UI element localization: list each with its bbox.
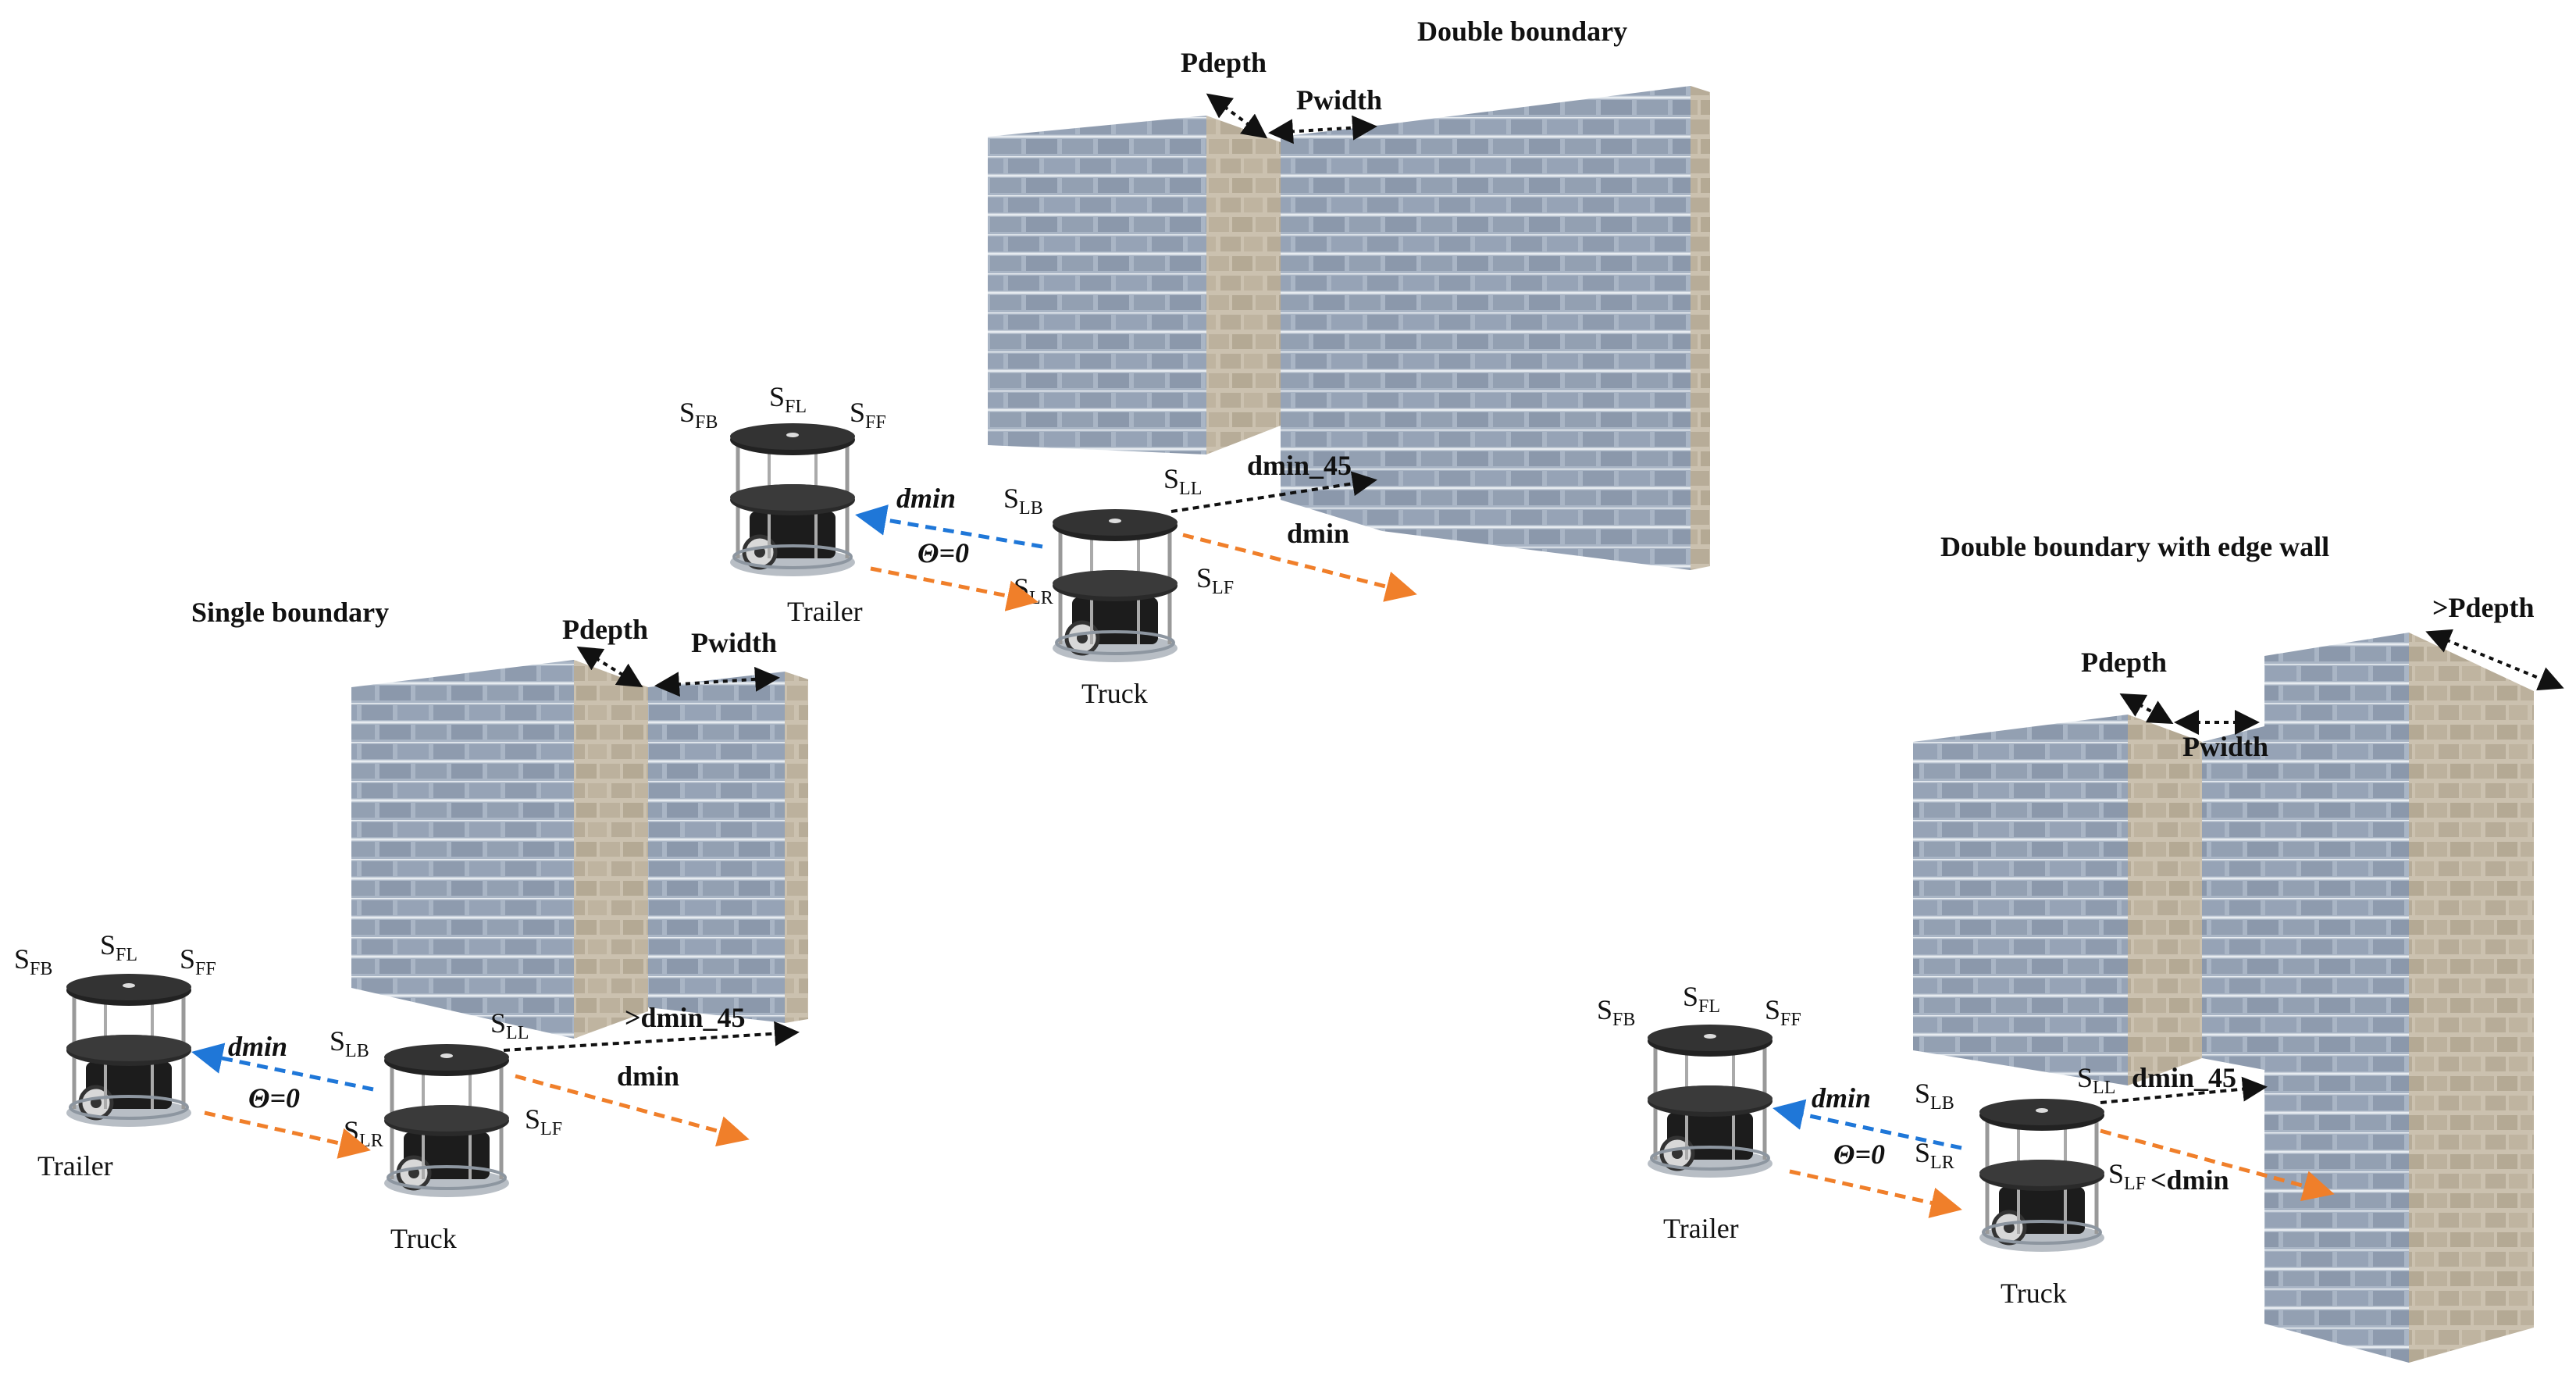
double-boundary-title: Double boundary (1417, 16, 1627, 47)
pwidth-label: Pwidth (691, 627, 777, 658)
truck-label: Truck (390, 1223, 457, 1254)
trailer-label: Trailer (1663, 1213, 1739, 1244)
truck-robot (1979, 1099, 2104, 1252)
truck-sensor-ll: SLL (2077, 1062, 2115, 1098)
gt-dmin45-label: >dmin_45 (625, 1002, 746, 1033)
trailer-orange-arrow (204, 1110, 371, 1159)
trailer-orange-arrow (1789, 1169, 1962, 1218)
single-boundary-scene: Single boundary Pdepth Pwidth SFB SFL SF… (14, 597, 808, 1254)
trailer-sensor-fl: SFL (1683, 981, 1720, 1017)
truck-sensor-lf: SLF (1196, 562, 1234, 598)
gt-dmin45-arrow (503, 1021, 800, 1052)
trailer-robot (66, 974, 191, 1127)
pdepth-label: Pdepth (562, 614, 648, 645)
truck-label: Truck (2001, 1278, 2067, 1309)
truck-sensor-ll: SLL (490, 1007, 529, 1043)
theta-label: Θ=0 (248, 1082, 300, 1114)
pwidth-label: Pwidth (1296, 84, 1382, 116)
trailer-sensor-fl: SFL (769, 381, 807, 417)
single-boundary-title: Single boundary (191, 597, 389, 628)
dmin-orange-arrow (1182, 533, 1417, 602)
trailer-sensor-fb: SFB (679, 397, 718, 433)
trailer-sensor-ff: SFF (1765, 994, 1801, 1030)
dmin-blue-label: dmin (228, 1031, 287, 1062)
trailer-sensor-ff: SFF (850, 397, 886, 433)
pdepth-arrow (576, 646, 643, 688)
dmin-blue-arrow (191, 1043, 374, 1092)
lt-dmin-orange-arrow (2100, 1128, 2335, 1202)
trailer-label: Trailer (37, 1150, 113, 1182)
pdepth-label: Pdepth (1181, 47, 1267, 78)
gt-pdepth-label: >Pdepth (2432, 592, 2535, 623)
trailer-robot (1648, 1025, 1773, 1178)
theta-label: Θ=0 (917, 537, 969, 569)
wall-left-side (2128, 715, 2202, 1085)
dmin-blue-arrow (855, 504, 1043, 549)
wall-right (2202, 726, 2264, 1070)
edge-wall-title: Double boundary with edge wall (1940, 531, 2329, 562)
trailer-robot (730, 423, 855, 576)
wall-left-side (1206, 116, 1281, 454)
pdepth-label: Pdepth (2081, 647, 2167, 678)
wall-right-near (1281, 125, 1382, 531)
wall-right (1382, 86, 1691, 570)
wall-left (1913, 715, 2128, 1085)
trailer-sensor-ff: SFF (180, 943, 216, 979)
truck-sensor-lf: SLF<dmin (2108, 1158, 2229, 1196)
wall-left-side (574, 660, 648, 1039)
wall-left (988, 116, 1206, 454)
dmin45-label: dmin_45 (1247, 450, 1352, 481)
trailer-label: Trailer (787, 596, 863, 627)
dmin-blue-label: dmin (1812, 1082, 1871, 1114)
dmin-orange-arrow (515, 1074, 750, 1147)
truck-sensor-lf: SLF (525, 1103, 562, 1139)
truck-sensor-lb: SLB (330, 1025, 369, 1061)
trailer-sensor-fb: SFB (14, 943, 52, 979)
edge-wall-scene: Double boundary with edge wall >Pdepth P… (1597, 531, 2564, 1363)
wall-left (351, 660, 574, 1039)
edge-wall-side (2409, 633, 2534, 1363)
truck-robot (384, 1044, 509, 1197)
truck-sensor-lb: SLB (1003, 483, 1043, 519)
dmin-blue-arrow (1773, 1099, 1962, 1150)
dmin-label: dmin (1287, 518, 1349, 549)
dmin-label: dmin (617, 1060, 679, 1092)
wall-right (648, 672, 785, 1023)
truck-label: Truck (1081, 678, 1148, 709)
pwidth-label: Pwidth (2182, 731, 2268, 762)
theta-label: Θ=0 (1833, 1139, 1885, 1170)
wall-right-edge (1691, 86, 1710, 570)
pwidth-arrow (1268, 115, 1377, 144)
trailer-sensor-fl: SFL (100, 929, 137, 965)
edge-wall (2264, 633, 2409, 1363)
double-boundary-scene: Double boundary Pdepth Pwidth SFB SFL SF… (679, 16, 1710, 709)
pdepth-arrow (1206, 93, 1268, 139)
dmin-blue-label: dmin (896, 483, 956, 514)
wall-right-edge (785, 672, 808, 1023)
trailer-orange-arrow (870, 566, 1039, 611)
truck-sensor-lb: SLB (1915, 1078, 1954, 1114)
pwidth-arrow (654, 666, 780, 697)
truck-sensor-ll: SLL (1163, 463, 1202, 499)
dmin45-arrow (1170, 471, 1377, 513)
dmin45-arrow (2100, 1076, 2268, 1104)
truck-sensor-lr: SLR (1915, 1137, 1954, 1173)
truck-robot (1053, 509, 1178, 662)
trailer-sensor-fb: SFB (1597, 994, 1635, 1030)
dmin45-label: dmin_45 (2132, 1062, 2236, 1093)
